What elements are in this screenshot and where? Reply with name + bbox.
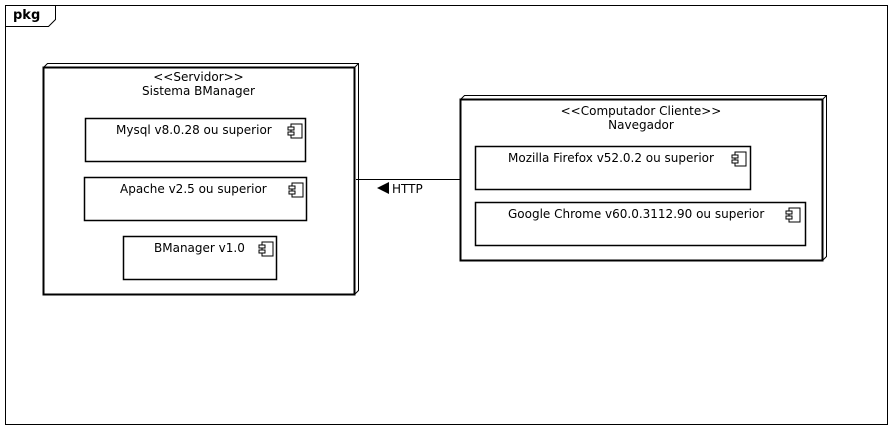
server-stereotype: <<Servidor>> xyxy=(153,70,244,84)
component-box-mysql[interactable] xyxy=(84,117,307,163)
client-name: Navegador xyxy=(608,118,674,132)
server-name: Sistema BManager xyxy=(142,84,255,98)
component-label-bmanager: BManager v1.0 xyxy=(154,241,245,255)
component-box-apache[interactable] xyxy=(83,176,308,222)
component-box-chrome[interactable] xyxy=(474,201,807,247)
package-label: pkg xyxy=(13,8,41,23)
component-label-mysql: Mysql v8.0.28 ou superior xyxy=(116,123,272,137)
component-label-chrome: Google Chrome v60.0.3112.90 ou superior xyxy=(508,207,765,221)
component-label-apache: Apache v2.5 ou superior xyxy=(120,182,267,196)
component-label-firefox: Mozilla Firefox v52.0.2 ou superior xyxy=(508,151,714,165)
http-connection-label: HTTP xyxy=(392,182,423,196)
component-box-bmanager[interactable] xyxy=(122,235,278,281)
client-stereotype: <<Computador Cliente>> xyxy=(560,104,722,118)
package-frame xyxy=(5,5,888,425)
package-tab xyxy=(5,5,56,27)
arrow-left-icon xyxy=(377,182,389,194)
component-box-firefox[interactable] xyxy=(474,145,752,191)
